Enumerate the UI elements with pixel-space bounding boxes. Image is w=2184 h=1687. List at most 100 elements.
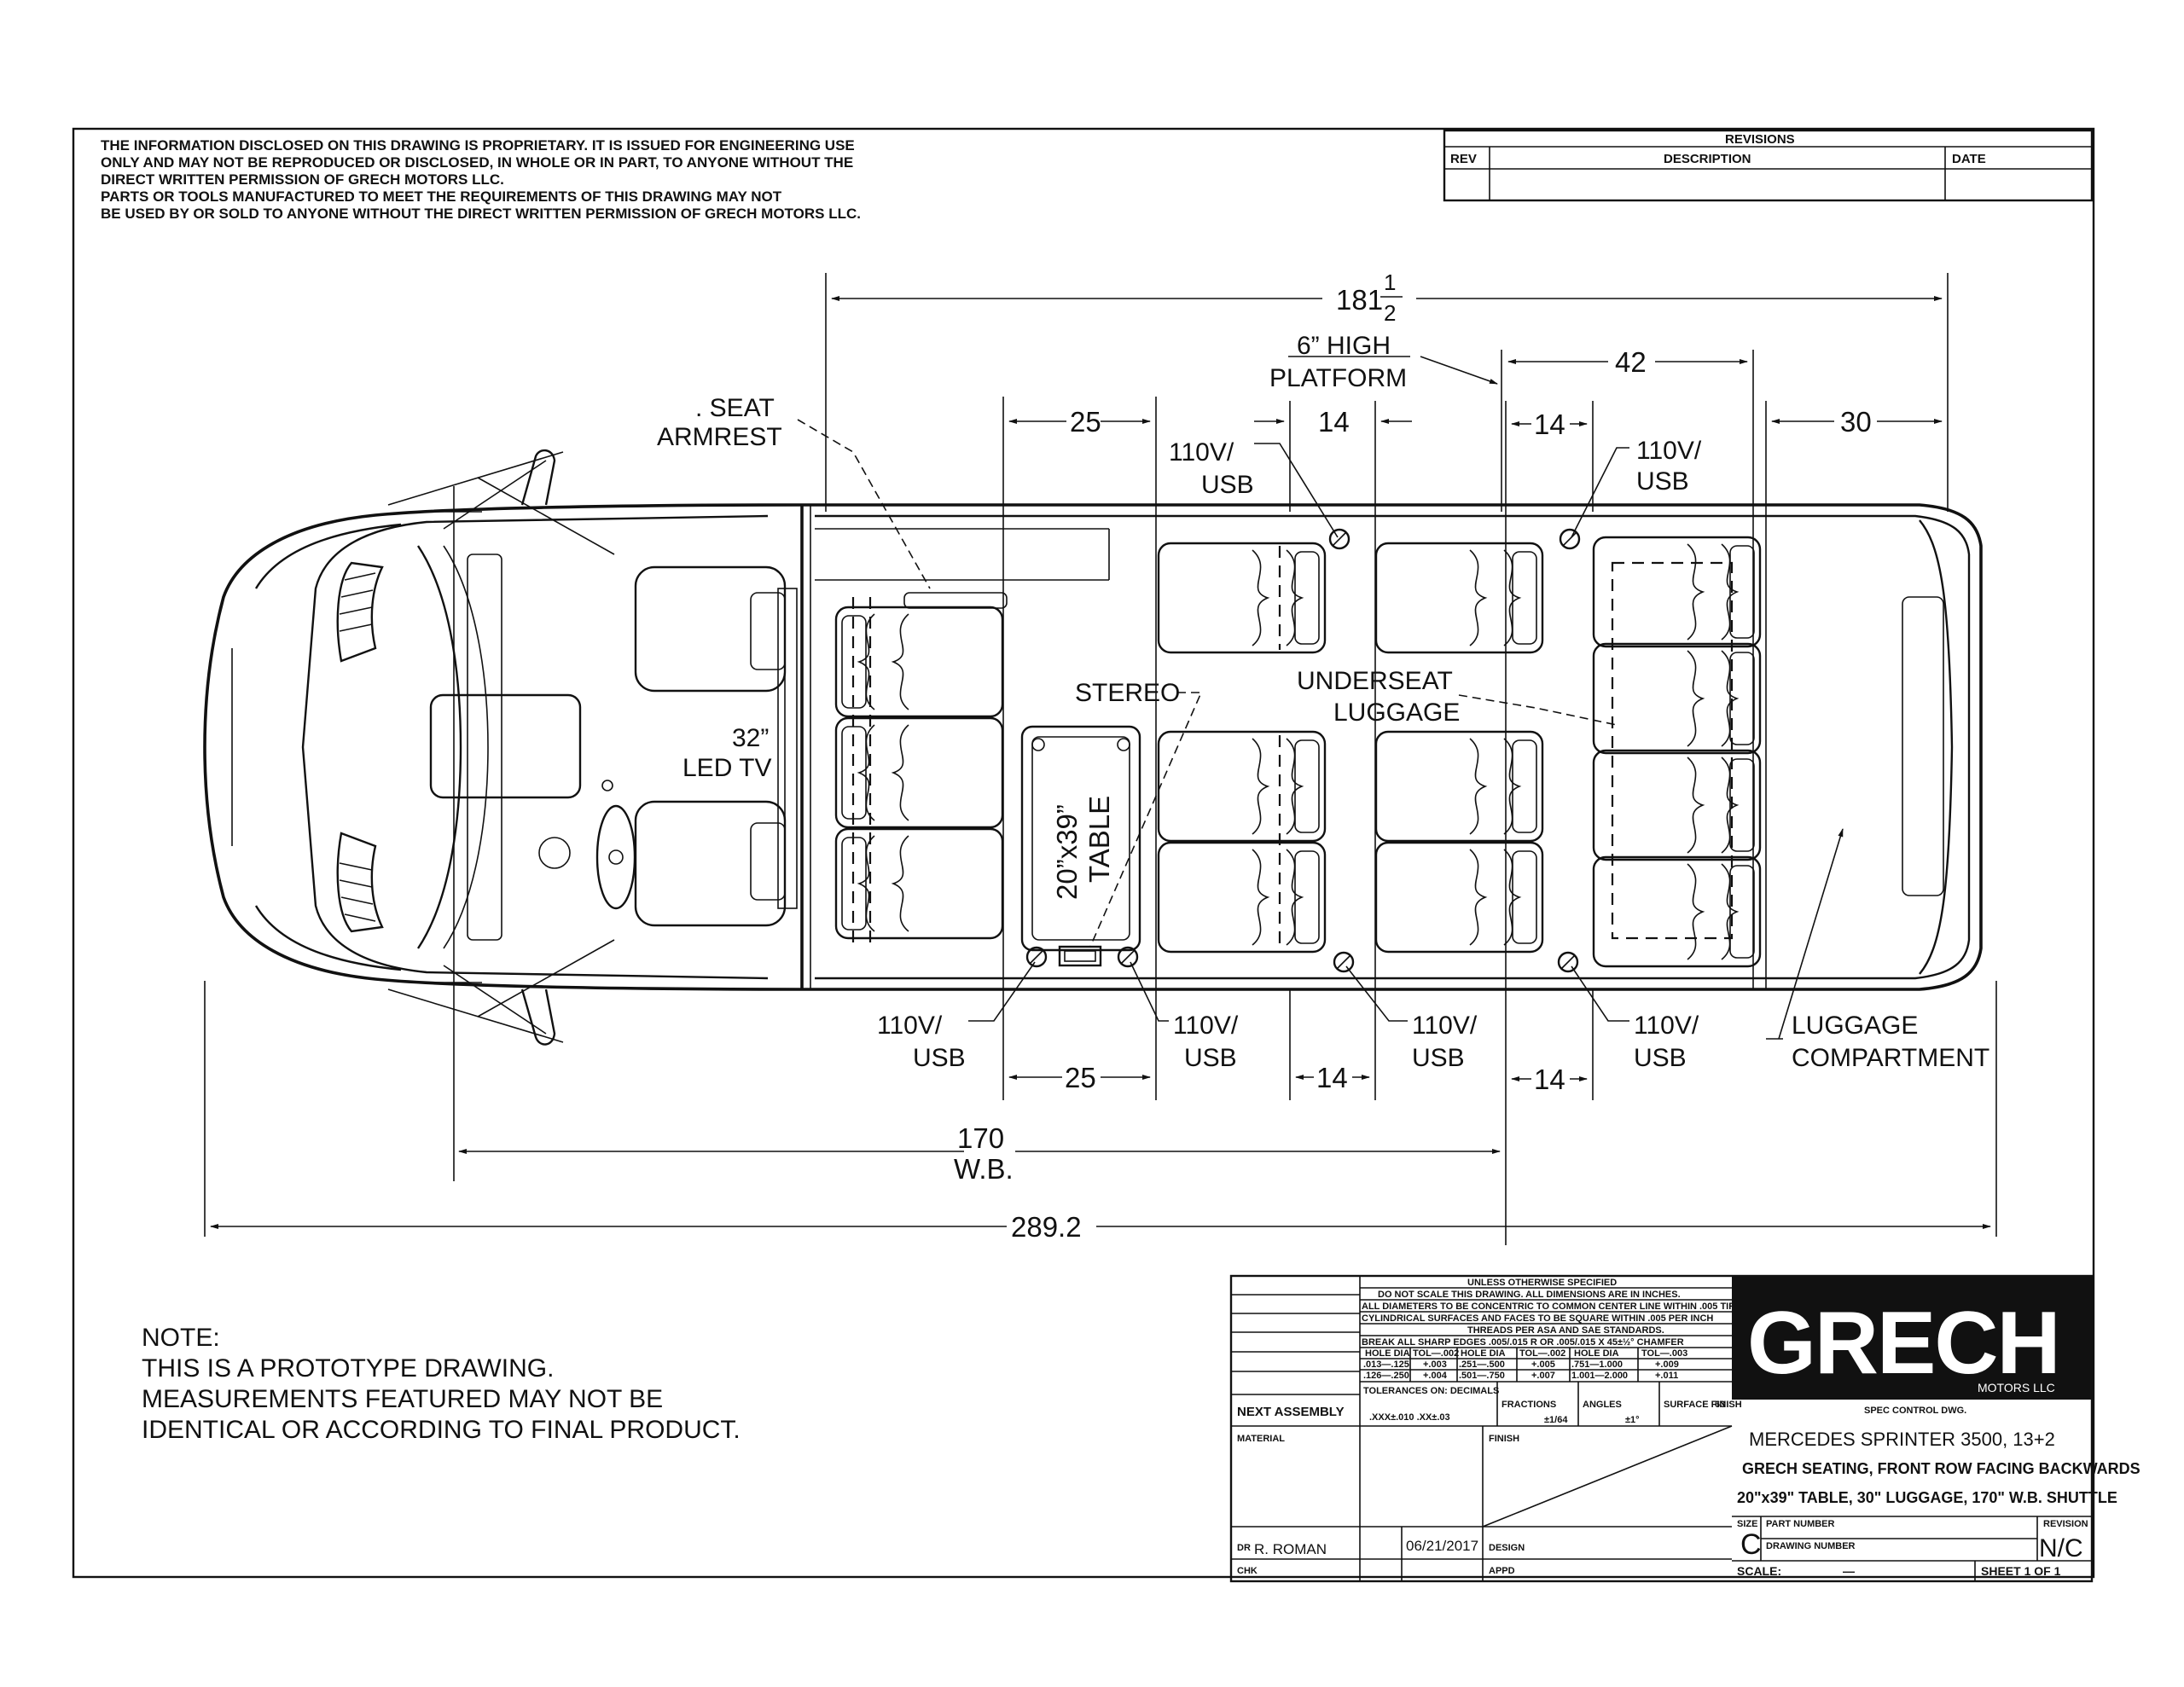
armrest-label: ARMREST <box>657 423 782 451</box>
dim-bottom-14a: 14 <box>1316 1062 1348 1093</box>
svg-text:+.007: +.007 <box>1531 1371 1555 1381</box>
driver-seat-upper <box>634 565 787 693</box>
dim-42: 42 <box>1615 346 1647 378</box>
svg-text:USB: USB <box>1634 1044 1687 1072</box>
luggage-label-1: LUGGAGE <box>1792 1012 1918 1040</box>
prototype-note: NOTE: THIS IS A PROTOTYPE DRAWING. MEASU… <box>142 1324 741 1444</box>
outlets <box>1025 528 1581 973</box>
svg-text:USB: USB <box>1412 1044 1465 1072</box>
vehicle-outline <box>203 449 1983 1181</box>
sheet-size: C <box>1740 1528 1762 1561</box>
svg-text:DIRECT WRITTEN PERMISSION OF G: DIRECT WRITTEN PERMISSION OF GRECH MOTOR… <box>101 171 504 188</box>
dim-overall-top: 181 <box>1336 284 1383 316</box>
dim-overall-length: 289.2 <box>1011 1211 1082 1243</box>
svg-text:ONLY AND MAY NOT BE REPRODUCED: ONLY AND MAY NOT BE REPRODUCED OR DISCLO… <box>101 154 853 171</box>
svg-text:±1/64: ±1/64 <box>1544 1415 1568 1425</box>
svg-text:.013—.125: .013—.125 <box>1363 1359 1409 1370</box>
svg-text:DR: DR <box>1237 1543 1251 1553</box>
svg-text:REV: REV <box>1450 152 1477 166</box>
svg-text:APPD: APPD <box>1489 1566 1515 1576</box>
svg-text:HOLE DIA: HOLE DIA <box>1461 1348 1506 1359</box>
svg-text:ALL DIAMETERS TO BE CONCENTRIC: ALL DIAMETERS TO BE CONCENTRIC TO COMMON… <box>1362 1301 1735 1312</box>
svg-text:.251—.500: .251—.500 <box>1459 1359 1505 1370</box>
svg-text:BE USED BY OR SOLD TO ANYONE W: BE USED BY OR SOLD TO ANYONE WITHOUT THE… <box>101 206 861 222</box>
driver-seat-lower <box>634 800 787 927</box>
underseat-label-1: UNDERSEAT <box>1297 667 1453 695</box>
dimension-values: 181 1 2 6” HIGH PLATFORM 42 25 14 14 30 … <box>954 270 1872 1243</box>
svg-text:MEASUREMENTS FEATURED MAY NOT: MEASUREMENTS FEATURED MAY NOT BE <box>142 1385 663 1413</box>
svg-text:UNLESS OTHERWISE SPECIFIED: UNLESS OTHERWISE SPECIFIED <box>1467 1278 1617 1288</box>
dim-wheelbase-label: W.B. <box>954 1153 1014 1185</box>
steering-wheel <box>595 804 636 910</box>
svg-text:.XXX±.010 .XX±.03: .XXX±.010 .XX±.03 <box>1369 1412 1450 1423</box>
front-grille-lower <box>336 832 384 933</box>
title-line-3: 20"x39" TABLE, 30" LUGGAGE, 170" W.B. SH… <box>1737 1489 2117 1506</box>
stereo-unit <box>1058 945 1102 967</box>
svg-text:HOLE DIA: HOLE DIA <box>1574 1348 1619 1359</box>
platform-label-1: 6” HIGH <box>1297 332 1391 360</box>
svg-text:110V/: 110V/ <box>1412 1012 1478 1040</box>
svg-text:REVISIONS: REVISIONS <box>1725 132 1795 147</box>
outlet-bottom-3 <box>1333 951 1355 973</box>
dim-bottom-25: 25 <box>1065 1062 1096 1093</box>
outlet-bottom-4 <box>1557 951 1579 973</box>
revisions-block: REVISIONS REV DESCRIPTION DATE <box>1443 129 2094 202</box>
svg-text:.751—1.000: .751—1.000 <box>1571 1359 1623 1370</box>
led-tv <box>777 588 798 909</box>
svg-text:PART NUMBER: PART NUMBER <box>1766 1519 1835 1529</box>
svg-text:110V/: 110V/ <box>877 1012 943 1040</box>
svg-text:DATE: DATE <box>1952 152 1986 166</box>
dim-bottom-14b: 14 <box>1534 1064 1565 1095</box>
stereo-label: STEREO <box>1075 679 1180 707</box>
table: 20”x39” TABLE <box>1020 725 1141 967</box>
svg-text:THE INFORMATION DISCLOSED ON T: THE INFORMATION DISCLOSED ON THIS DRAWIN… <box>101 137 855 154</box>
svg-text:USB: USB <box>1636 467 1689 496</box>
dim-30: 30 <box>1840 406 1872 438</box>
svg-text:—: — <box>1843 1564 1855 1578</box>
svg-text:PARTS OR TOOLS MANUFACTURED TO: PARTS OR TOOLS MANUFACTURED TO MEET THE … <box>101 188 782 205</box>
sheet-border <box>72 127 2095 1579</box>
svg-text:CHK: CHK <box>1237 1566 1258 1576</box>
seat-label: . SEAT <box>695 394 775 422</box>
svg-text:110V/: 110V/ <box>1169 438 1234 467</box>
svg-text:REVISION: REVISION <box>2043 1519 2088 1529</box>
grech-logo-sub: MOTORS LLC <box>1978 1381 2055 1394</box>
svg-text:USB: USB <box>913 1044 966 1072</box>
sheet-count: SHEET 1 OF 1 <box>1981 1564 2061 1578</box>
svg-text:63: 63 <box>1715 1400 1725 1410</box>
svg-text:SPEC CONTROL DWG.: SPEC CONTROL DWG. <box>1864 1406 1966 1416</box>
svg-text:DESCRIPTION: DESCRIPTION <box>1664 152 1751 166</box>
svg-text:IDENTICAL OR ACCORDING TO FINA: IDENTICAL OR ACCORDING TO FINAL PRODUCT. <box>142 1416 741 1444</box>
svg-text:1: 1 <box>1384 270 1396 295</box>
svg-text:2: 2 <box>1384 300 1396 326</box>
svg-text:110V/: 110V/ <box>1173 1012 1239 1040</box>
svg-text:THIS IS A PROTOTYPE DRAWING.: THIS IS A PROTOTYPE DRAWING. <box>142 1354 554 1383</box>
svg-text:DO NOT SCALE THIS DRAWING. A: DO NOT SCALE THIS DRAWING. ALL DIMENSION… <box>1378 1290 1681 1300</box>
svg-text:+.005: +.005 <box>1531 1359 1555 1370</box>
proprietary-notice: THE INFORMATION DISCLOSED ON THIS DRAWIN… <box>101 137 861 222</box>
drawing-date: 06/21/2017 <box>1406 1538 1478 1554</box>
outlet-bottom-2 <box>1117 946 1139 968</box>
svg-text:110V/: 110V/ <box>1636 437 1702 465</box>
svg-text:CYLINDRICAL SURFACES AND FACES: CYLINDRICAL SURFACES AND FACES TO BE SQU… <box>1362 1313 1713 1324</box>
svg-text:TOL—.002: TOL—.002 <box>1519 1348 1565 1359</box>
svg-text:TOLERANCES ON: DECIMALS: TOLERANCES ON: DECIMALS <box>1363 1386 1499 1396</box>
svg-text:1.001—2.000: 1.001—2.000 <box>1571 1371 1628 1381</box>
dim-wheelbase: 170 <box>957 1122 1004 1154</box>
table-label-name: TABLE <box>1083 796 1115 883</box>
drawn-by: R. ROMAN <box>1254 1541 1327 1557</box>
luggage-label-2: COMPARTMENT <box>1792 1044 1989 1072</box>
svg-text:.126—.250: .126—.250 <box>1363 1371 1409 1381</box>
svg-text:ANGLES: ANGLES <box>1583 1400 1622 1410</box>
dimension-lines <box>204 273 1997 1245</box>
tv-label-1: 32” <box>732 724 769 752</box>
svg-text:MATERIAL: MATERIAL <box>1237 1434 1285 1444</box>
svg-text:+.011: +.011 <box>1655 1371 1678 1381</box>
title-line-1: MERCEDES SPRINTER 3500, 13+2 <box>1749 1429 2055 1450</box>
svg-text:SIZE: SIZE <box>1737 1519 1757 1529</box>
svg-text:110V/: 110V/ <box>1634 1012 1699 1040</box>
svg-text:FINISH: FINISH <box>1489 1434 1519 1444</box>
outlet-top-1 <box>1328 528 1350 550</box>
underseat-label-2: LUGGAGE <box>1333 699 1460 727</box>
